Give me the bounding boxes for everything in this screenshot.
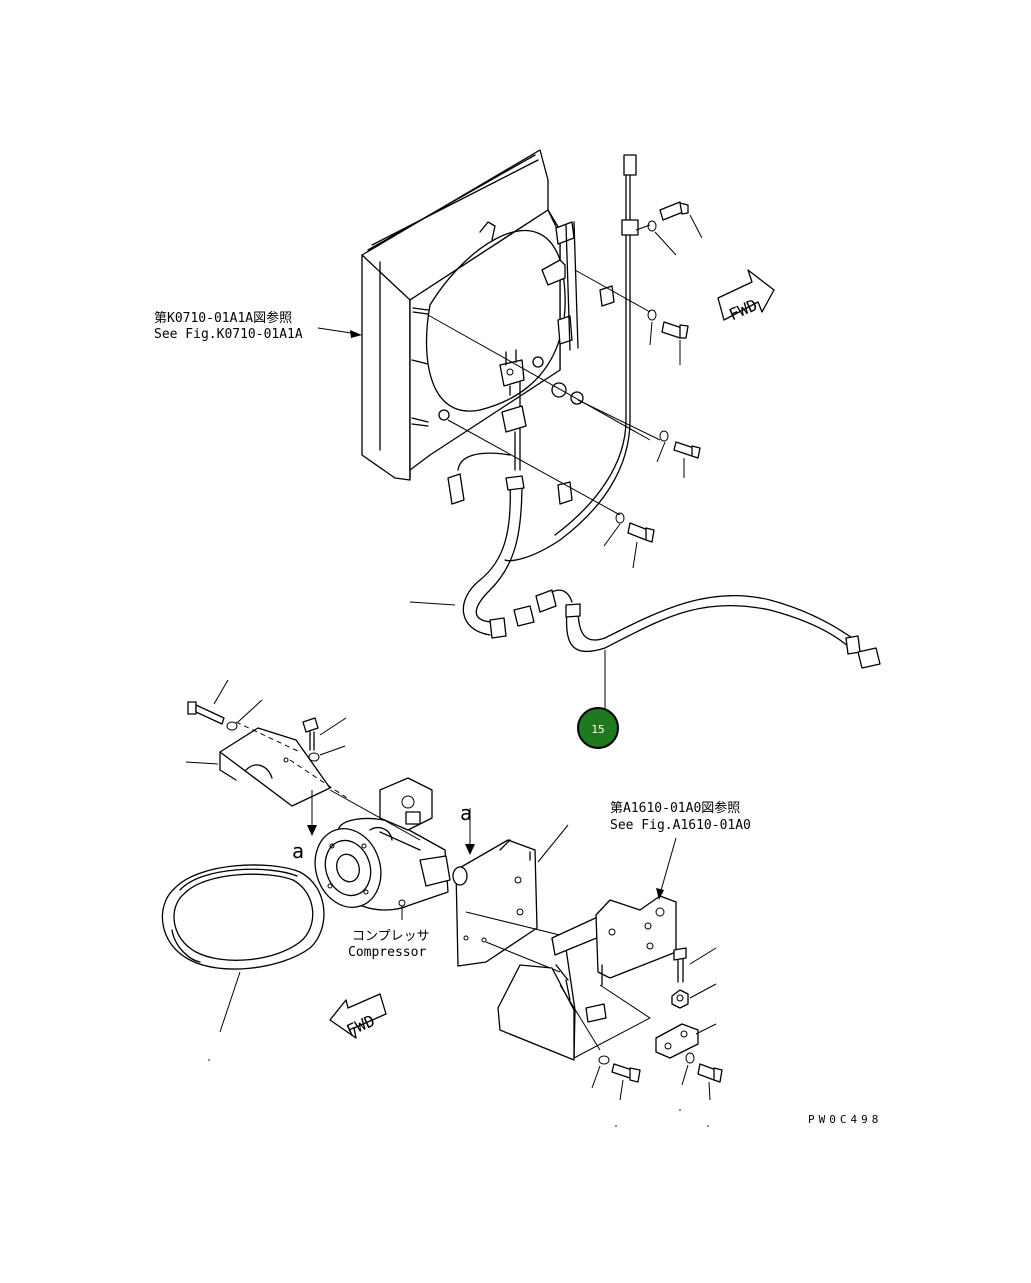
hose-assembly [409, 475, 881, 710]
compressor-label-en: Compressor [348, 945, 426, 960]
view-marker-left: a [292, 839, 304, 863]
callout-badge-15[interactable]: 15 [577, 707, 619, 749]
compressor-label-ja: コンプレッサ [352, 929, 430, 944]
bolt-icon [611, 1063, 641, 1083]
reference-radiator: 第K0710-01A1A図参照 See Fig.K0710-01A1A [154, 310, 362, 342]
drawing-code: PW0C498 [808, 1113, 882, 1126]
reference-bracket: 第A1610-01A0図参照 See Fig.A1610-01A0 [610, 800, 751, 900]
fwd-arrow-top-icon: FWD [717, 269, 775, 324]
view-marker-right: a [460, 801, 472, 825]
nut-icon [671, 989, 689, 1009]
v-belt [161, 864, 325, 1061]
compressor: コンプレッサ Compressor [314, 777, 451, 960]
mount-bracket: a [452, 801, 581, 973]
base-bracket [497, 895, 677, 1061]
reference-bracket-ja: 第A1610-01A0図参照 [610, 800, 740, 816]
bolt-icon [302, 717, 319, 751]
reference-bracket-en: See Fig.A1610-01A0 [610, 818, 751, 833]
wire-harness-upper [447, 154, 639, 562]
bolts-upper [603, 201, 703, 569]
bolt-icon [697, 1063, 723, 1083]
reference-radiator-en: See Fig.K0710-01A1A [154, 327, 303, 342]
radiator-shroud [361, 149, 579, 481]
bolt-icon [661, 321, 689, 339]
callout-number: 15 [591, 723, 604, 736]
bolt-icon [187, 701, 225, 725]
reference-radiator-ja: 第K0710-01A1A図参照 [154, 310, 292, 326]
bolt-icon [659, 201, 689, 221]
bolts-lower [591, 947, 723, 1127]
compressor-bracket-hardware: a [185, 679, 351, 863]
bolt-icon [627, 522, 655, 543]
fwd-arrow-bottom-icon: FWD [329, 993, 387, 1040]
bolt-icon [673, 947, 687, 983]
bolt-icon [673, 441, 701, 459]
